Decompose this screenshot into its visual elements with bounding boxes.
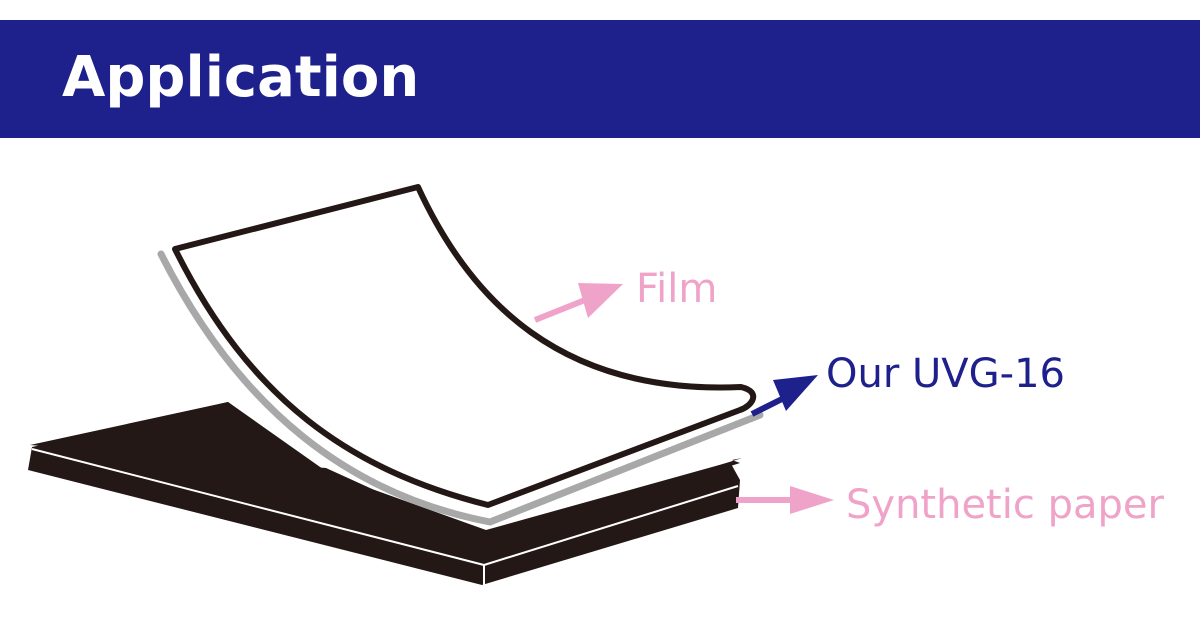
- header-title: Application: [62, 45, 420, 110]
- synthetic-paper-label: Synthetic paper: [846, 482, 1164, 528]
- synthetic-paper-edge-line-left: [31, 448, 485, 566]
- film-label: Film: [636, 266, 717, 312]
- film-arrow-head: [578, 283, 623, 318]
- film-sheet: [172, 184, 757, 508]
- synthetic-paper-edge-line-right: [483, 485, 739, 566]
- uvg-16-layer: [157, 250, 764, 526]
- header-banner: [0, 20, 1200, 138]
- synthetic-paper-arrow-head: [790, 486, 834, 514]
- film-arrow-shaft: [533, 295, 592, 323]
- uvg-16-label: Our UVG-16: [826, 351, 1065, 397]
- uvg-16-arrow-head: [773, 375, 818, 411]
- synthetic-paper-slab: [28, 402, 740, 585]
